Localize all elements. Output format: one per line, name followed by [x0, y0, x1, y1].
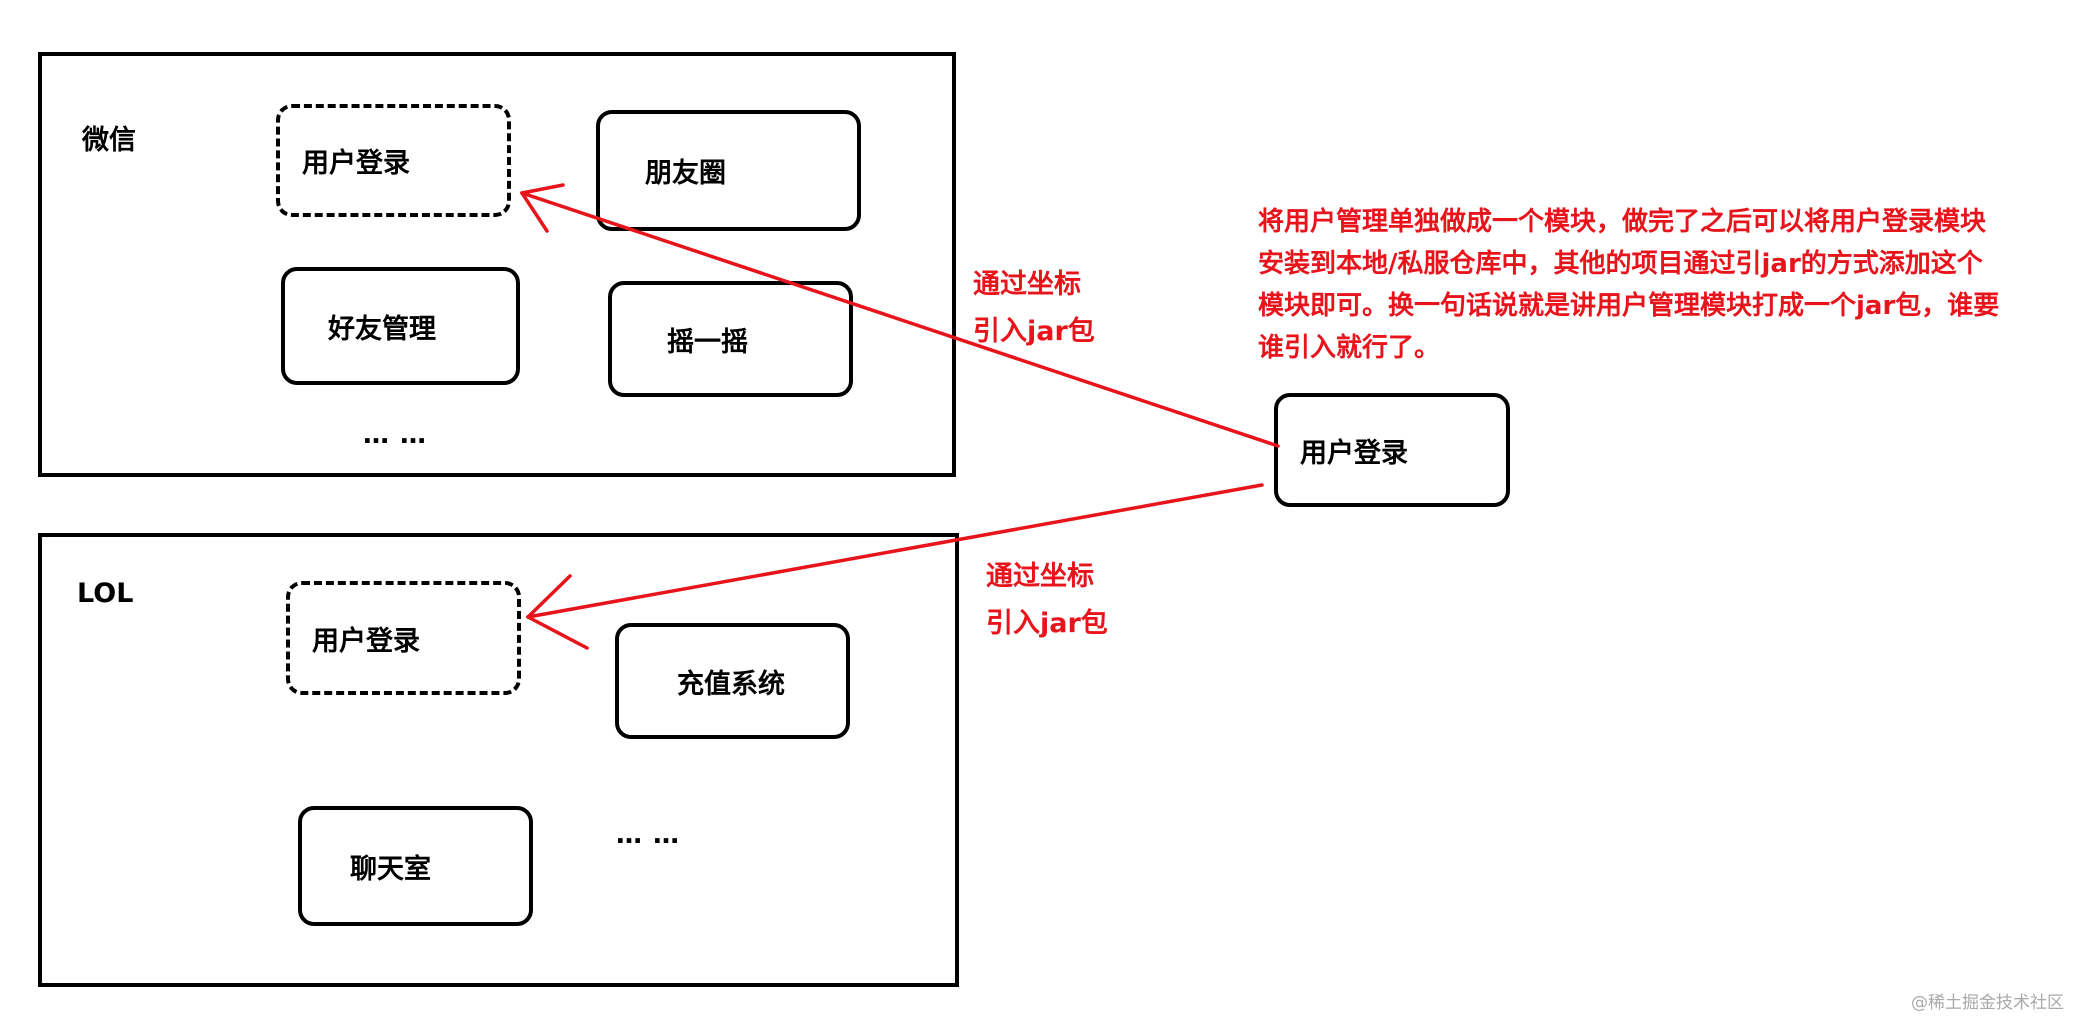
top-arrow-label-line1: 通过坐标 [973, 269, 1081, 300]
watermark: @稀土掘金技术社区 [1911, 993, 2064, 1013]
note-line2: 安装到本地/私服仓库中，其他的项目通过引jar的方式添加这个 [1258, 249, 1983, 279]
wechat-more-modules: … … [363, 420, 428, 450]
note-line4: 谁引入就行了。 [1258, 333, 1441, 363]
top-arrow-label-line2: 引入jar包 [973, 316, 1095, 347]
wechat-label: 微信 [82, 125, 136, 156]
bottom-arrow-label: 通过坐标 引入jar包 [986, 553, 1108, 647]
wechat-user-login-label: 用户登录 [302, 148, 410, 179]
bottom-arrow-label-line2: 引入jar包 [986, 608, 1108, 639]
chatroom-label: 聊天室 [350, 853, 431, 885]
note-line3: 模块即可。换一句话说就是讲用户管理模块打成一个jar包，谁要 [1258, 291, 2000, 321]
standalone-user-login-label: 用户登录 [1300, 437, 1408, 469]
chatroom-module: 聊天室 [298, 806, 533, 926]
lol-user-login-label: 用户登录 [312, 625, 420, 657]
shake-label: 摇一摇 [667, 326, 748, 358]
lol-more-modules: … … [616, 820, 681, 850]
moments-module: 朋友圈 [596, 110, 861, 231]
standalone-user-login-module: 用户登录 [1274, 393, 1510, 507]
lol-user-login-module: 用户登录 [286, 581, 521, 695]
moments-label: 朋友圈 [645, 158, 726, 189]
shake-module: 摇一摇 [608, 281, 853, 397]
recharge-system-label: 充值系统 [677, 668, 785, 700]
top-arrow-label: 通过坐标 引入jar包 [973, 261, 1095, 355]
bottom-arrow-label-line1: 通过坐标 [986, 561, 1094, 592]
recharge-system-module: 充值系统 [615, 623, 850, 739]
friend-management-label: 好友管理 [328, 313, 436, 345]
lol-label: LOL [77, 578, 134, 609]
wechat-user-login-module: 用户登录 [276, 104, 511, 217]
friend-management-module: 好友管理 [281, 267, 520, 385]
note-line1: 将用户管理单独做成一个模块，做完了之后可以将用户登录模块 [1258, 207, 1987, 237]
explanation-note: 将用户管理单独做成一个模块，做完了之后可以将用户登录模块 安装到本地/私服仓库中… [1258, 201, 2078, 369]
